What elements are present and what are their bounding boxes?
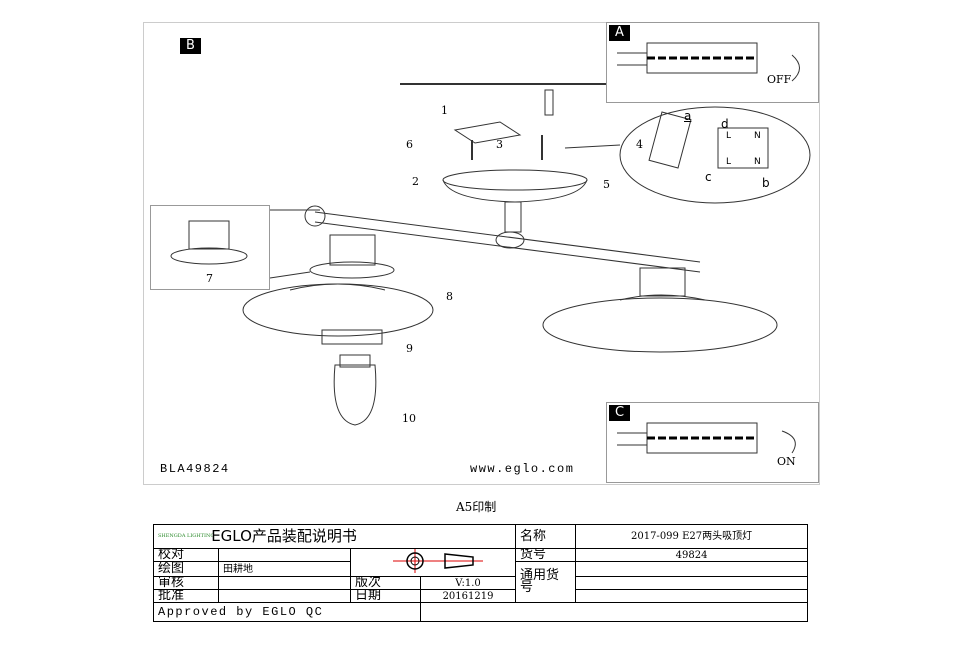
drawn-label: 绘图: [153, 561, 219, 577]
approval-blank: [419, 602, 809, 622]
callout-4: 4: [636, 138, 643, 151]
version-label: 版次: [350, 576, 421, 590]
wiring-label-c: c: [705, 170, 712, 184]
wiring-label-d: d: [721, 117, 729, 131]
print-note: A5印制: [456, 500, 497, 514]
date-label: 日期: [350, 589, 421, 603]
document-title: EGLO产品装配说明书: [211, 527, 357, 545]
inset-a-switch-off: A OFF: [606, 22, 819, 103]
callout-2: 2: [412, 175, 419, 188]
callout-5: 5: [603, 178, 610, 191]
date-value: 20161219: [419, 589, 517, 603]
terminal-l-top: L: [726, 131, 732, 141]
third-angle-projection-icon: [393, 549, 484, 573]
wiring-label-b: b: [762, 176, 770, 190]
callout-7: 7: [206, 272, 213, 285]
terminal-n-top: N: [754, 131, 761, 141]
title-cell: SHENGDA LIGHTING EGLO产品装配说明书: [152, 524, 517, 549]
drawing-frame: [143, 22, 820, 485]
model-code: BLA49824: [160, 462, 230, 476]
wiring-label-a: a: [684, 109, 692, 123]
item-no-label: 货号: [515, 548, 577, 562]
callout-3: 3: [496, 138, 503, 151]
company-logo: SHENGDA LIGHTING: [158, 533, 215, 539]
callout-10: 10: [402, 412, 416, 425]
website: www.eglo.com: [470, 462, 575, 476]
callout-9: 9: [406, 342, 413, 355]
projection-symbol: [349, 548, 517, 577]
assembly-diagram: [242, 83, 811, 426]
inset-7-detail: [150, 205, 270, 290]
item-no-value: 49824: [575, 548, 809, 562]
check-value: [218, 548, 351, 562]
terminal-l-bottom: L: [726, 157, 732, 167]
general-item-value-2: [575, 576, 809, 590]
terminal-n-bottom: N: [754, 157, 761, 167]
breaker-panel-icon: [617, 422, 796, 454]
review-value: [218, 576, 351, 590]
name-value: 2017-099 E27两头吸顶灯: [575, 524, 809, 549]
general-item-value-1: [575, 561, 809, 577]
breaker-panel-icon: [617, 42, 800, 82]
box-b-label: B: [180, 38, 201, 54]
name-label: 名称: [515, 524, 577, 549]
check-label: 校对: [153, 548, 219, 562]
callout-1: 1: [441, 104, 448, 117]
title-block: SHENGDA LIGHTING EGLO产品装配说明书 名称 2017-099…: [152, 524, 809, 622]
approve-value: [218, 589, 351, 603]
callout-8: 8: [446, 290, 453, 303]
inset-c-switch-on: C ON: [606, 402, 819, 483]
box-c-label: C: [609, 405, 631, 421]
review-label: 审核: [153, 576, 219, 590]
drawn-value: 田耕地: [218, 561, 351, 577]
approve-label: 批准: [153, 589, 219, 603]
version-value: V:1.0: [419, 576, 517, 590]
general-item-value-3: [575, 589, 809, 603]
approved-by: Approved by EGLO QC: [153, 602, 421, 622]
off-label: OFF: [767, 73, 792, 86]
on-label: ON: [777, 455, 796, 468]
callout-6: 6: [406, 138, 413, 151]
box-a-label: A: [609, 25, 630, 41]
general-item-label: 通用货号: [515, 561, 577, 603]
